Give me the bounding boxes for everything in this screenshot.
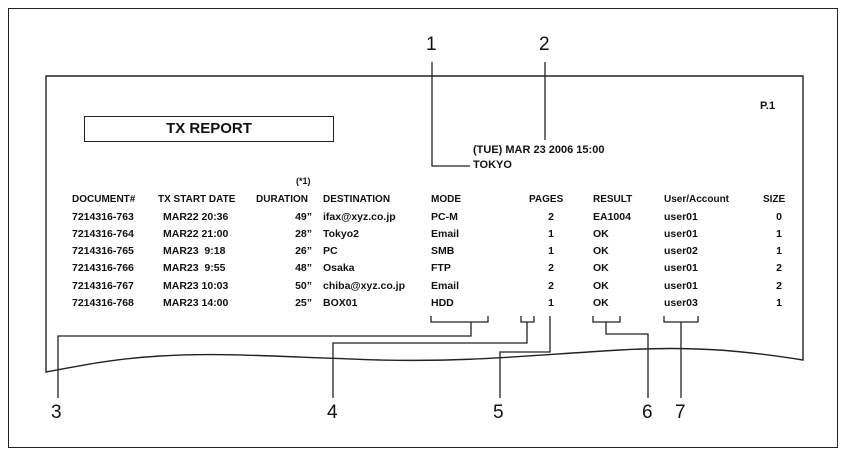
- report-datetime: (TUE) MAR 23 2006 15:00: [473, 144, 605, 156]
- cell-duration: 48”: [295, 262, 312, 274]
- cell-size: 1: [776, 297, 782, 309]
- cell-duration: 50”: [295, 280, 312, 292]
- header-document: DOCUMENT#: [72, 194, 136, 205]
- callout-4: 4: [327, 402, 338, 423]
- cell-result: OK: [593, 297, 609, 309]
- callout-3: 3: [51, 402, 62, 423]
- cell-duration: 28”: [295, 228, 312, 240]
- cell-mode: FTP: [431, 262, 451, 274]
- cell-mode: Email: [431, 280, 460, 292]
- callout-7: 7: [675, 402, 686, 423]
- cell-pages: 2: [548, 262, 554, 274]
- cell-duration: 26”: [295, 245, 312, 257]
- header-mode: MODE: [431, 194, 461, 205]
- cell-user: user02: [664, 245, 698, 257]
- cell-size: 0: [776, 211, 782, 223]
- cell-duration: 49”: [295, 211, 312, 223]
- header-start-date: TX START DATE: [158, 194, 236, 205]
- cell-destination: Osaka: [323, 262, 355, 274]
- cell-user: user03: [664, 297, 698, 309]
- header-user-account: User/Account: [664, 194, 730, 205]
- header-size: SIZE: [763, 194, 786, 205]
- cell-start-date: MAR22 20:36: [163, 211, 229, 223]
- cell-destination: Tokyo2: [323, 228, 359, 240]
- cell-user: user01: [664, 280, 698, 292]
- header-destination: DESTINATION: [323, 194, 391, 205]
- cell-document: 7214316-763: [72, 211, 134, 223]
- callout-5: 5: [493, 402, 504, 423]
- page-number: P.1: [760, 100, 776, 112]
- cell-pages: 1: [548, 245, 554, 257]
- duration-note: (*1): [296, 176, 311, 186]
- cell-start-date: MAR23 14:00: [163, 297, 229, 309]
- cell-user: user01: [664, 211, 698, 223]
- cell-user: user01: [664, 228, 698, 240]
- cell-destination: ifax@xyz.co.jp: [323, 211, 396, 223]
- cell-document: 7214316-766: [72, 262, 134, 274]
- cell-size: 2: [776, 280, 782, 292]
- header-result: RESULT: [593, 194, 633, 205]
- cell-document: 7214316-768: [72, 297, 134, 309]
- report-title: TX REPORT: [84, 116, 334, 142]
- cell-result: OK: [593, 262, 609, 274]
- cell-duration: 25”: [295, 297, 312, 309]
- cell-size: 2: [776, 262, 782, 274]
- cell-pages: 1: [548, 297, 554, 309]
- cell-start-date: MAR23 10:03: [163, 280, 229, 292]
- cell-destination: chiba@xyz.co.jp: [323, 280, 406, 292]
- header-pages: PAGES: [529, 194, 564, 205]
- cell-document: 7214316-767: [72, 280, 134, 292]
- figure-frame: [8, 8, 838, 448]
- cell-result: OK: [593, 280, 609, 292]
- cell-pages: 2: [548, 211, 554, 223]
- header-duration: DURATION: [256, 194, 309, 205]
- cell-destination: PC: [323, 245, 338, 257]
- cell-start-date: MAR23 9:18: [163, 245, 226, 257]
- cell-start-date: MAR22 21:00: [163, 228, 229, 240]
- cell-result: EA1004: [593, 211, 631, 223]
- cell-start-date: MAR23 9:55: [163, 262, 226, 274]
- cell-pages: 1: [548, 228, 554, 240]
- report-location: TOKYO: [473, 159, 512, 171]
- cell-size: 1: [776, 228, 782, 240]
- cell-mode: HDD: [431, 297, 454, 309]
- cell-mode: PC-M: [431, 211, 458, 223]
- cell-pages: 2: [548, 280, 554, 292]
- cell-document: 7214316-765: [72, 245, 134, 257]
- callout-2: 2: [539, 34, 550, 55]
- cell-user: user01: [664, 262, 698, 274]
- cell-mode: Email: [431, 228, 460, 240]
- cell-result: OK: [593, 245, 609, 257]
- cell-mode: SMB: [431, 245, 455, 257]
- callout-6: 6: [642, 402, 653, 423]
- cell-document: 7214316-764: [72, 228, 134, 240]
- callout-1: 1: [426, 34, 437, 55]
- cell-result: OK: [593, 228, 609, 240]
- cell-destination: BOX01: [323, 297, 358, 309]
- cell-size: 1: [776, 245, 782, 257]
